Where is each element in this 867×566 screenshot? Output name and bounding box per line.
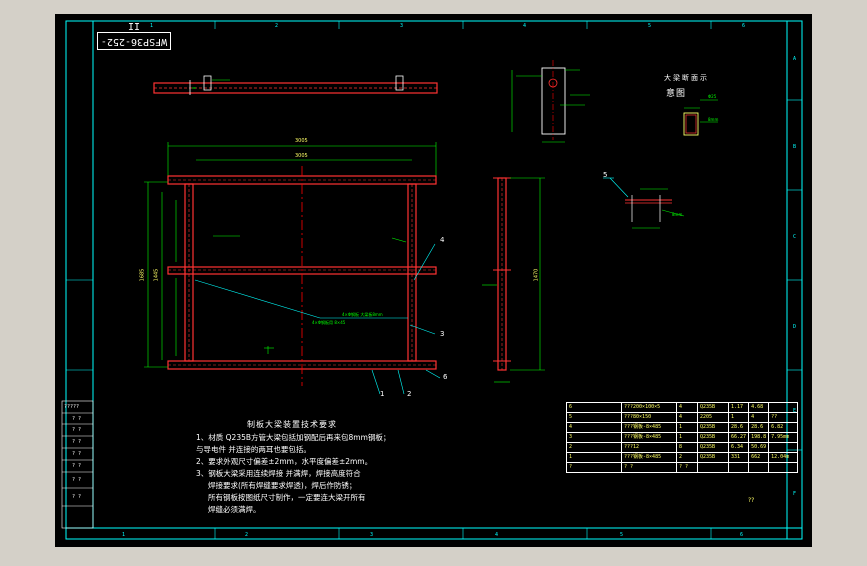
zone-bottom-3: 3 — [370, 532, 373, 538]
weld-detail — [603, 177, 685, 229]
callout-2: 2 — [407, 390, 412, 398]
zone-top-1: 1 — [150, 23, 153, 29]
zone-bottom-4: 4 — [495, 532, 498, 538]
dim-main-width: 3005 — [295, 153, 308, 159]
zone-bottom-5: 5 — [620, 532, 623, 538]
section-view-title-2: 意图 — [666, 89, 687, 99]
note-line-7: 焊缝必须满焊。 — [208, 505, 261, 514]
left-cell-0: ????? — [64, 404, 80, 410]
bom-row: ?? ?? ? — [566, 462, 799, 473]
section-box — [683, 112, 699, 136]
left-cell-3: ? ? — [72, 439, 82, 445]
note-line-4: 3、钢板大梁采用连续焊接 并满焊，焊接高度符合 — [196, 469, 361, 478]
drawing-number-stamp: WFSP36-252-II — [97, 20, 171, 50]
callout-6: 6 — [443, 373, 448, 381]
zone-bottom-6: 6 — [740, 532, 743, 538]
zone-bottom-2: 2 — [245, 532, 248, 538]
note-line-6: 所有钢板按图纸尺寸制作，一定要连大梁开所有 — [208, 493, 366, 502]
dim-main-height-outer: 1685 — [139, 268, 146, 282]
section-detail — [683, 99, 718, 136]
left-cell-7: ? ? — [72, 494, 82, 500]
note-line-3: 2、要求外观尺寸偏差±2mm，水平度偏差±2mm。 — [196, 457, 373, 466]
dim-detail-a: Φ25 — [708, 94, 717, 99]
zone-bottom-1: 1 — [122, 532, 125, 538]
notes-title: 制板大梁装置技术要求 — [247, 420, 337, 429]
callout-3: 3 — [440, 330, 445, 338]
side-view — [482, 177, 545, 383]
zone-right-b: B — [793, 144, 796, 150]
left-margin-table — [61, 400, 94, 529]
dim-top-view: 3005 — [295, 138, 308, 144]
zone-top-6: 6 — [742, 23, 745, 29]
zone-top-4: 4 — [523, 23, 526, 29]
lug-detail — [511, 60, 590, 143]
callout-4: 4 — [440, 236, 445, 244]
lug-plate — [541, 67, 566, 135]
left-cell-5: ? ? — [72, 463, 82, 469]
top-lug-right — [395, 75, 404, 91]
note-line-2: 与导电件 并连接的两耳也要包括。 — [196, 445, 311, 454]
dim-main-height-inner: 1445 — [153, 268, 160, 282]
dim-detail-b: 8mm — [708, 117, 719, 122]
dim-flange: 8mm — [672, 212, 683, 217]
zone-right-f: F — [793, 491, 796, 497]
zone-top-2: 2 — [275, 23, 278, 29]
note-angle: 4×Φ钢板 大梁板8mm — [342, 312, 383, 317]
top-view-beam — [153, 75, 438, 95]
callout-1: 1 — [380, 390, 385, 398]
left-margin-ticks — [66, 279, 93, 371]
zone-top-5: 5 — [648, 23, 651, 29]
left-cell-4: ? ? — [72, 451, 82, 457]
zone-right-a: A — [793, 56, 796, 62]
section-view-title: 大梁断面示 — [664, 74, 709, 82]
callout-5: 5 — [603, 171, 608, 179]
zone-right-d: D — [793, 324, 796, 330]
left-cell-6: ? ? — [72, 477, 82, 483]
note-line-1: 1、材质 Q235B方管大梁包括加钢配后再来包8mm钢板； — [196, 433, 391, 442]
left-cell-1: ? ? — [72, 416, 82, 422]
zone-right-c: C — [793, 234, 796, 240]
note-weld: 4×Φ钢板用 8×45 — [312, 320, 346, 325]
zone-top-3: 3 — [400, 23, 403, 29]
dim-side-height: 1470 — [533, 268, 540, 282]
bom-footer: ?? — [748, 497, 755, 504]
zone-codes: 1 2 3 4 5 6 1 2 3 4 5 6 A B C D E F — [122, 23, 796, 538]
note-line-5: 焊接要求(所有焊缝要求焊透)，焊后作防锈； — [208, 481, 357, 490]
top-lug-left — [203, 75, 212, 91]
main-frame-view — [144, 142, 441, 395]
left-cell-2: ? ? — [72, 427, 82, 433]
